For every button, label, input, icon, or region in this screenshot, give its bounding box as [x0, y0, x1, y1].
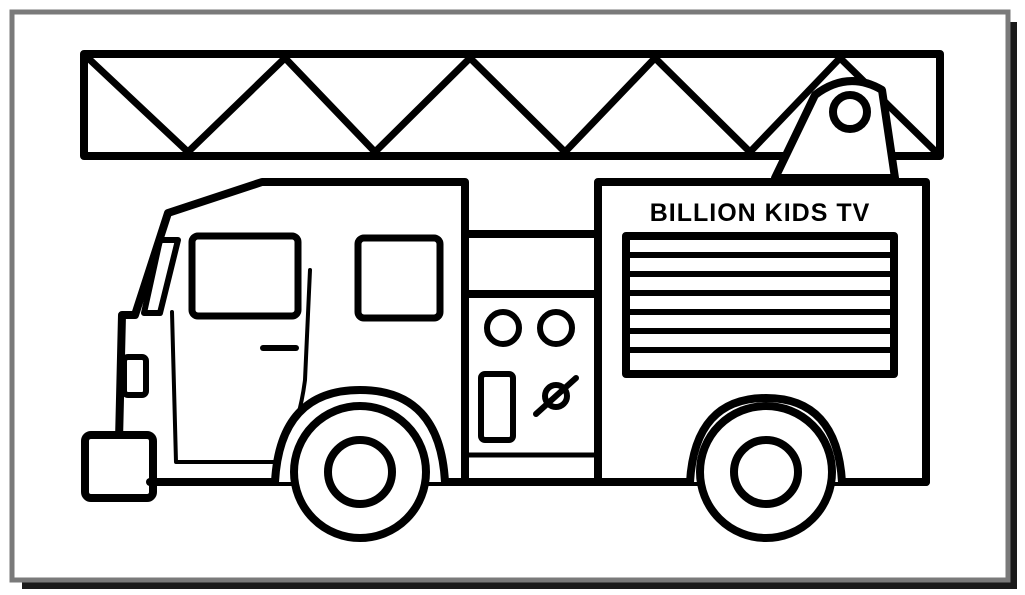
cab-window-front [188, 232, 302, 320]
ladder-truss [84, 54, 940, 156]
front-wheel [290, 402, 430, 542]
brand-text: BILLION KIDS TV [650, 199, 871, 227]
ladder-pivot [829, 91, 871, 133]
front-hubcap [324, 436, 396, 508]
pump-panel [461, 230, 602, 486]
panel-door [478, 371, 516, 443]
cab-window-rear [354, 234, 444, 322]
rear-hubcap [730, 436, 802, 508]
vent-slats [623, 252, 897, 353]
front-bumper [81, 431, 157, 502]
valve-wheel [542, 382, 570, 410]
side-vent [622, 232, 898, 378]
side-mirror [121, 354, 149, 398]
gauge-right [537, 309, 575, 347]
rear-wheel [696, 402, 836, 542]
windshield [141, 237, 181, 316]
gauge-left [484, 309, 522, 347]
ladder [80, 50, 944, 160]
ladder-mount [771, 77, 899, 182]
